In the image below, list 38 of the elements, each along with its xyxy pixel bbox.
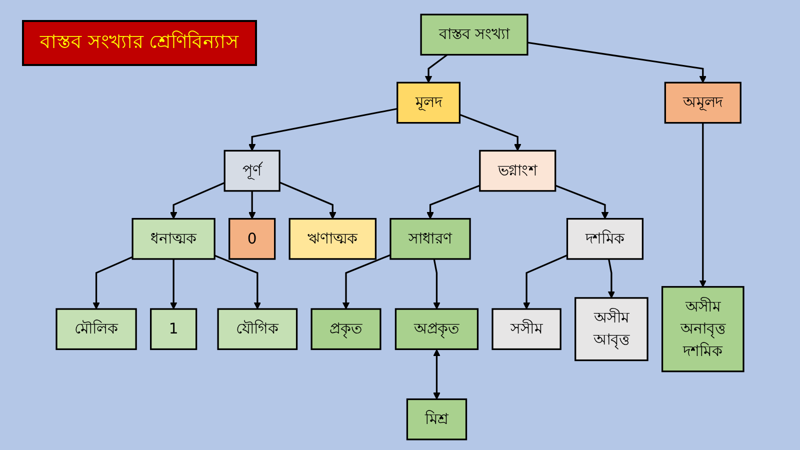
node-box: 0	[228, 218, 276, 260]
node-box: অপ্রকৃত	[394, 308, 479, 350]
node-box: প্রকৃত	[310, 308, 382, 350]
node-box: ভগ্নাংশ	[479, 150, 556, 192]
node-box: সাধারণ	[390, 218, 471, 260]
arrow	[214, 254, 262, 310]
node-box: অসীম অনাবৃত্ত দশমিক	[661, 286, 744, 372]
arrow	[424, 54, 448, 83]
node-box: মিশ্র	[406, 398, 468, 440]
arrow	[699, 122, 706, 288]
arrow	[527, 42, 706, 83]
node-box: মূলদ	[396, 82, 461, 124]
node-box: দশমিক	[566, 218, 644, 260]
arrow	[248, 190, 256, 220]
node-box: অমূলদ	[664, 82, 742, 124]
node-box: ধনাত্মক	[132, 218, 216, 260]
arrow	[522, 254, 568, 310]
node-box: বাস্তব সংখ্যা	[420, 14, 528, 56]
arrow	[459, 114, 522, 152]
node-box: ঋণাত্মক	[288, 218, 377, 260]
node-box: যৌগিক	[217, 308, 298, 350]
node-box: 1	[150, 308, 198, 350]
node-box: মৌলিক	[56, 308, 137, 350]
arrow	[92, 256, 133, 310]
arrow	[608, 258, 616, 298]
arrow	[279, 182, 336, 220]
arrow	[342, 254, 391, 310]
arrow	[248, 108, 398, 152]
arrow	[426, 184, 480, 220]
node-box: পূর্ণ	[224, 150, 280, 192]
arrow	[170, 182, 225, 220]
arrow	[433, 258, 440, 310]
arrow	[555, 184, 609, 220]
diagram-title: বাস্তব সংখ্যার শ্রেণিবিন্যাস	[22, 20, 258, 66]
node-box: সসীম	[492, 308, 562, 350]
arrow	[433, 349, 440, 400]
node-box: অসীম আবৃত্ত	[574, 297, 648, 362]
arrow	[170, 259, 178, 310]
